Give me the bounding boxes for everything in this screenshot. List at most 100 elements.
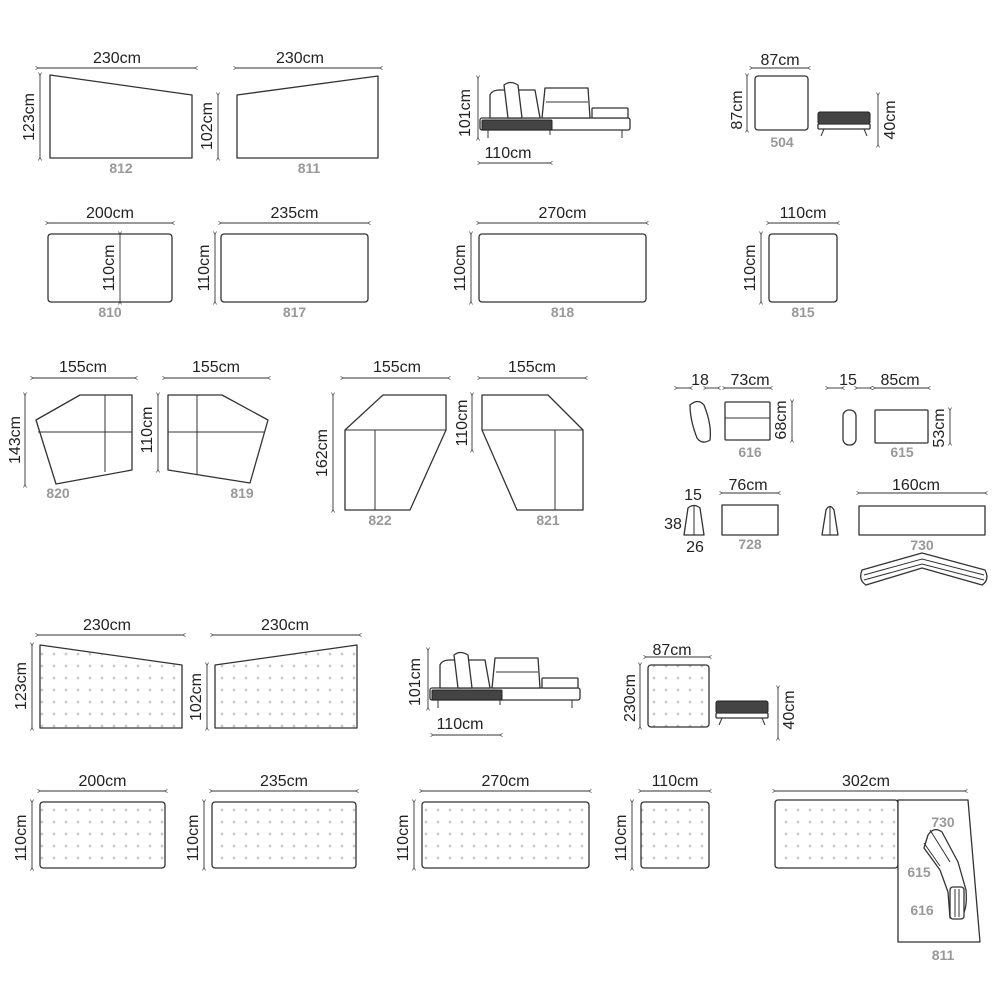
cushion-615-side — [842, 409, 857, 446]
dimension-label: 200cm — [86, 205, 134, 222]
dimension-label: 143cm — [7, 416, 24, 464]
dimension-label: 110cm — [780, 205, 827, 222]
module-819 — [167, 394, 269, 484]
cushion-730-seam — [863, 558, 985, 576]
dimension-label: 230cm — [261, 617, 309, 634]
module-code: 818 — [551, 304, 575, 320]
quilted-ottoman-leg — [718, 717, 723, 726]
dimension-label: 18 — [691, 372, 709, 389]
dimension-label: 87cm — [760, 52, 799, 69]
side-view-side-cushion — [503, 81, 523, 119]
dimension-label: 110cm — [485, 145, 532, 162]
dimension-label: 155cm — [59, 359, 107, 376]
module-820 — [35, 394, 133, 485]
dimension-label: 110cm — [452, 245, 469, 292]
corner-label-616: 616 — [910, 902, 934, 918]
module-821 — [481, 394, 584, 511]
dimension-label: 73cm — [730, 372, 769, 389]
dimension-label: 123cm — [13, 662, 30, 710]
cushion-730 — [858, 505, 986, 536]
module-812 — [49, 74, 193, 159]
dimension-label: 110cm — [101, 245, 118, 292]
corner-cushion-seam — [923, 829, 951, 867]
dimension-label: 101cm — [407, 658, 424, 706]
module-code: 821 — [536, 512, 560, 528]
dimension-label: 87cm — [729, 90, 746, 129]
module-code: 504 — [770, 134, 794, 150]
module-code: 812 — [109, 160, 133, 176]
module-code: 730 — [910, 537, 934, 553]
quilted-module-810 — [39, 801, 166, 869]
side-view-seat-left — [481, 119, 553, 131]
quilted-module-811 — [214, 644, 358, 729]
module-code: 815 — [791, 304, 815, 320]
dimension-label: 235cm — [260, 773, 308, 790]
dimension-label: 270cm — [538, 205, 586, 222]
module-code: 810 — [98, 304, 122, 320]
module-810 — [47, 233, 173, 303]
module-822 — [344, 394, 447, 511]
dimension-label: 76cm — [728, 477, 767, 494]
quilted-module-818 — [421, 801, 590, 869]
corner-label-811: 811 — [932, 947, 955, 963]
dimension-label: 102cm — [199, 102, 216, 150]
module-code: 615 — [890, 444, 914, 460]
dimension-label: 230cm — [93, 50, 141, 67]
module-811 — [236, 75, 379, 159]
dimension-label: 110cm — [437, 716, 484, 733]
quilted-ottoman-cushion — [715, 700, 769, 714]
dimension-label: 110cm — [185, 815, 202, 862]
dimension-label: 110cm — [454, 400, 471, 447]
quilted-pouf — [647, 664, 710, 728]
module-815 — [768, 233, 838, 303]
quilted-ottoman-frame — [715, 712, 769, 719]
dimension-label: 155cm — [508, 359, 556, 376]
cushion-730-seam — [863, 563, 985, 581]
module-code: 616 — [738, 444, 762, 460]
dimension-label: 68cm — [773, 400, 790, 439]
dimension-label: 155cm — [373, 359, 421, 376]
module-code: 728 — [738, 536, 762, 552]
dimension-label: 40cm — [781, 690, 798, 729]
dimension-label: 110cm — [652, 773, 699, 790]
dimension-label: 110cm — [13, 815, 30, 862]
ottoman-cushion — [817, 111, 871, 125]
dimension-label: 110cm — [196, 245, 213, 292]
ottoman-leg — [820, 128, 825, 137]
module-code: 820 — [46, 485, 70, 501]
quilted-side-view-rear-cushion — [491, 657, 541, 689]
dimension-label: 162cm — [314, 429, 331, 477]
dimension-label: 15 — [684, 487, 702, 504]
quilted-module-817 — [211, 801, 357, 869]
cushion-730-curved — [860, 552, 988, 586]
dimension-label: 302cm — [842, 773, 890, 790]
dimension-label: 110cm — [139, 407, 156, 454]
corner-cushion-616 — [949, 886, 965, 920]
module-code: 817 — [283, 304, 307, 320]
cushion-728 — [721, 504, 779, 536]
dimension-label: 26 — [686, 539, 704, 556]
ottoman-leg — [863, 128, 868, 137]
corner-label-615: 615 — [907, 864, 931, 880]
dimension-label: 110cm — [613, 815, 630, 862]
dimension-label: 230cm — [276, 50, 324, 67]
dimension-label: 160cm — [892, 477, 940, 494]
ottoman-frame — [817, 123, 871, 130]
dimension-label: 235cm — [270, 205, 318, 222]
side-view-low-arm — [591, 107, 629, 119]
dimension-label: 87cm — [652, 642, 691, 659]
dimension-label: 53cm — [931, 408, 948, 447]
dimension-label: 38 — [664, 516, 682, 533]
quilted-module-815 — [640, 801, 710, 869]
dimension-label: 230cm — [83, 617, 131, 634]
corner-quilted-section — [774, 799, 899, 869]
dimension-label: 15 — [839, 372, 857, 389]
dimension-label: 101cm — [457, 89, 474, 137]
dimension-label: 110cm — [742, 245, 759, 292]
quilted-module-812 — [39, 644, 183, 729]
dimension-label: 123cm — [21, 93, 38, 141]
cushion-615 — [874, 409, 929, 444]
dimension-label: 270cm — [481, 773, 529, 790]
